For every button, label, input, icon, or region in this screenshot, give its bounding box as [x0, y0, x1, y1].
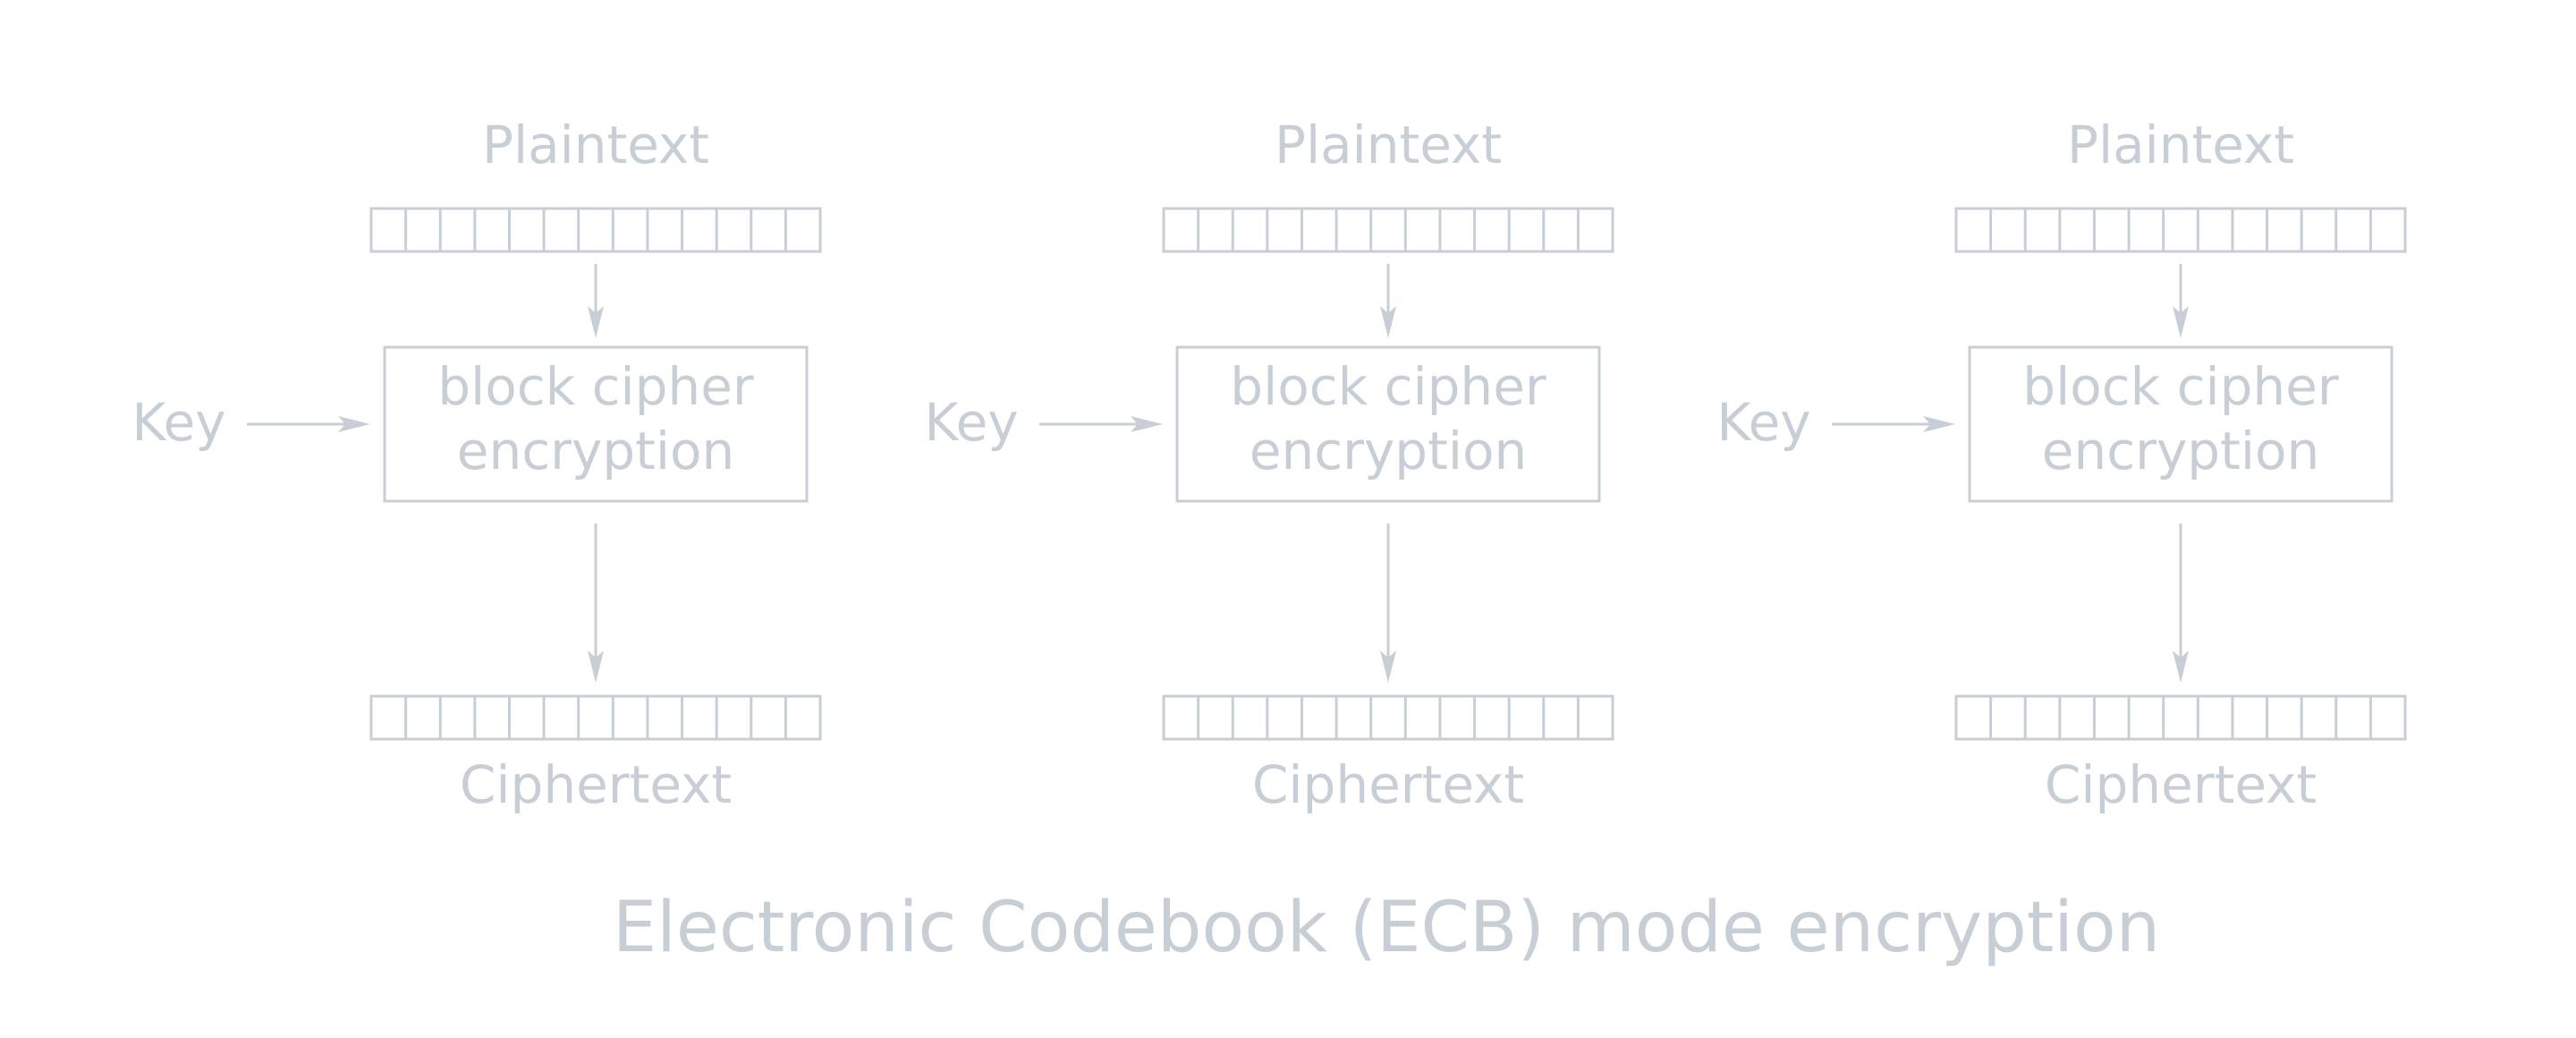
arrow-head — [588, 651, 604, 683]
diagram-title: Electronic Codebook (ECB) mode encryptio… — [613, 888, 2160, 968]
ciphertext-label: Ciphertext — [1252, 754, 1524, 815]
plaintext-block — [1954, 207, 2407, 253]
block-cipher-box — [1968, 345, 2394, 503]
ciphertext-block-outline — [369, 694, 822, 741]
ciphertext-block — [1162, 694, 1614, 741]
plaintext-block-outline — [1162, 207, 1614, 253]
cipher-label-line1: block cipher — [437, 356, 754, 417]
key-label: Key — [1716, 392, 1810, 453]
arrow-head — [1380, 306, 1396, 338]
arrow-head — [1131, 416, 1163, 432]
cipher-label-line1: block cipher — [1230, 356, 1546, 417]
ciphertext-block-outline — [1162, 694, 1614, 741]
plaintext-label: Plaintext — [482, 115, 709, 175]
arrow-head — [2173, 306, 2189, 338]
plaintext-block — [1162, 207, 1614, 253]
plaintext-label: Plaintext — [2067, 115, 2294, 175]
cipher-label-line2: encryption — [457, 421, 734, 481]
arrow-head — [1380, 651, 1396, 683]
arrow-head — [1923, 416, 1955, 432]
arrow-head — [338, 416, 370, 432]
ciphertext-label: Ciphertext — [2045, 754, 2317, 815]
cipher-label-line2: encryption — [2042, 421, 2319, 481]
key-label: Key — [924, 392, 1018, 453]
plaintext-block-outline — [1954, 207, 2407, 253]
block-cipher-box — [1175, 345, 1601, 503]
arrow-head — [2173, 651, 2189, 683]
cipher-label-line2: encryption — [1250, 421, 1527, 481]
ciphertext-block-outline — [1954, 694, 2407, 741]
ciphertext-block — [369, 694, 822, 741]
cipher-label-line1: block cipher — [2022, 356, 2339, 417]
plaintext-block-outline — [369, 207, 822, 253]
key-label: Key — [131, 392, 225, 453]
ciphertext-label: Ciphertext — [460, 754, 732, 815]
ciphertext-block — [1954, 694, 2407, 741]
plaintext-block — [369, 207, 822, 253]
arrow-head — [588, 306, 604, 338]
block-cipher-box — [383, 345, 809, 503]
plaintext-label: Plaintext — [1275, 115, 1502, 175]
